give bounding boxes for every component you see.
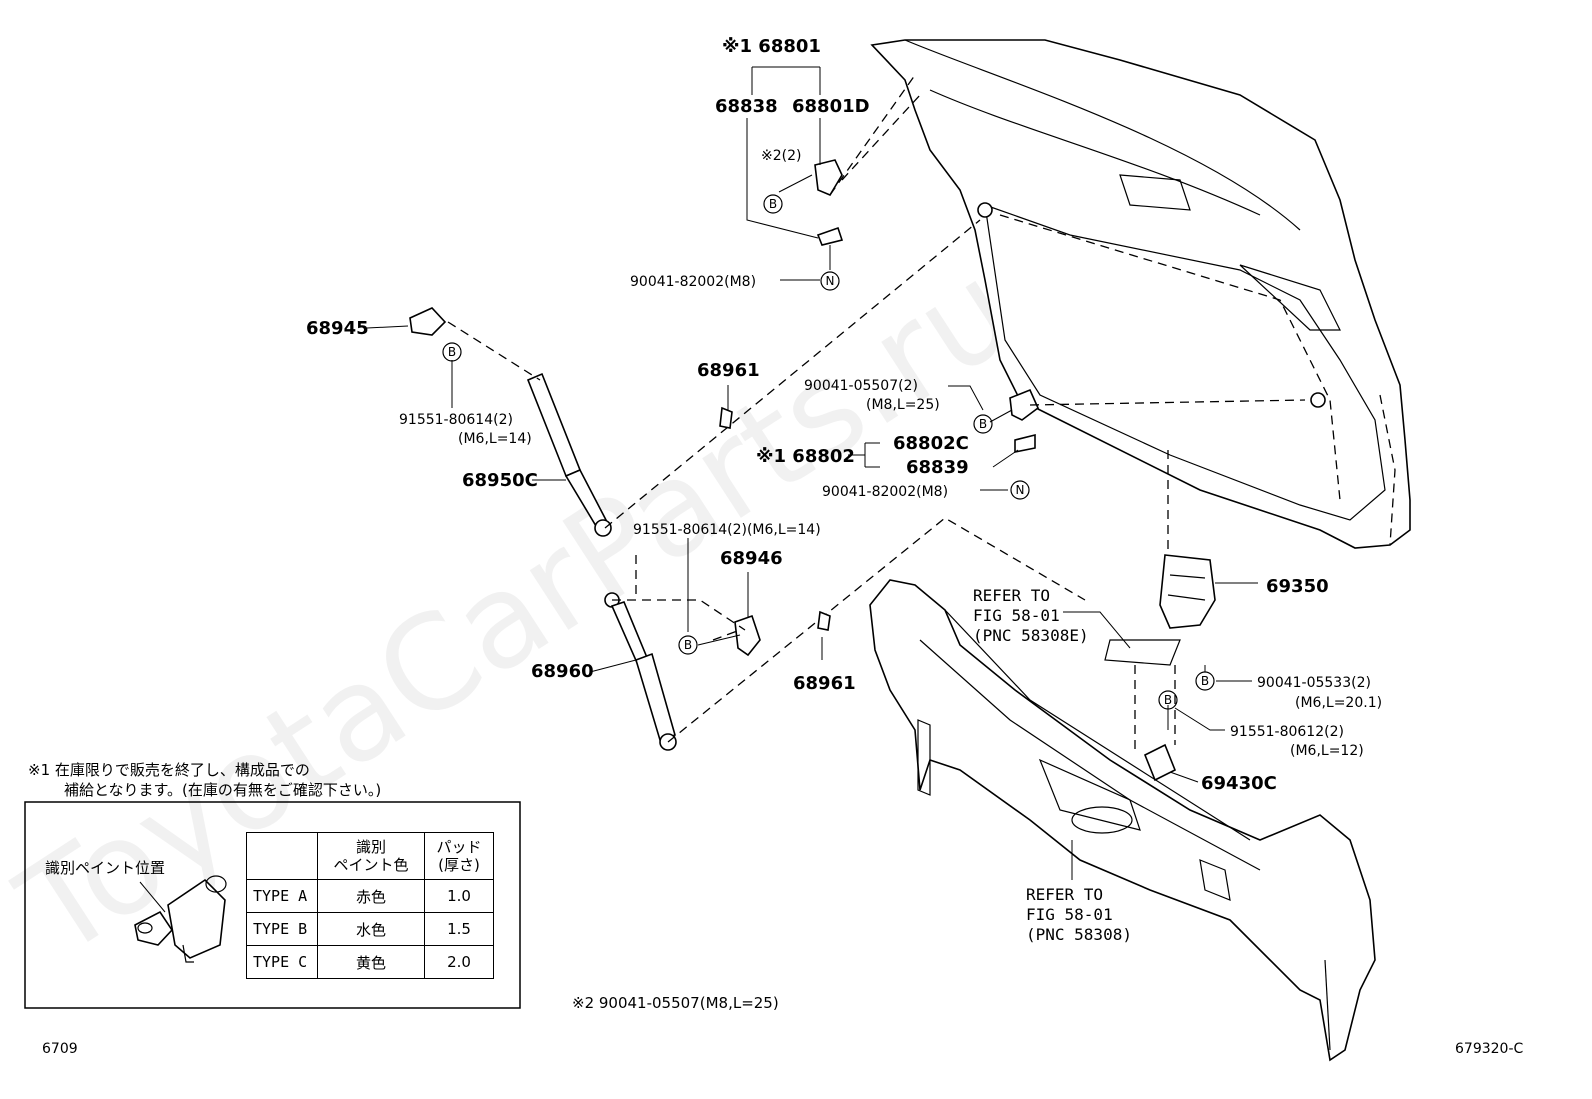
marker-b-3: B <box>973 414 993 434</box>
table-row: TYPE A 赤色 1.0 <box>246 879 494 913</box>
label-68961-bottom: 68961 <box>793 673 856 694</box>
label-68802: ※1 68802 <box>756 446 855 467</box>
label-90041-05507: 90041-05507(2) <box>804 378 918 394</box>
label-91551-80612: 91551-80612(2) <box>1230 724 1344 740</box>
label-68960: 68960 <box>531 661 594 682</box>
header-pad-line1: パッド <box>436 838 482 856</box>
marker-n-2: N <box>1010 480 1030 500</box>
label-68802c: 68802C <box>893 433 969 454</box>
paint-position-label: 識別ペイント位置 <box>45 859 165 877</box>
label-68801d: 68801D <box>792 96 870 117</box>
svg-text:B: B <box>1201 674 1209 688</box>
marker-b-4: B <box>678 635 698 655</box>
label-refer-top-1: REFER TO <box>973 586 1050 605</box>
label-69350: 69350 <box>1266 576 1329 597</box>
label-68961-top: 68961 <box>697 360 760 381</box>
label-refer-bottom-1: REFER TO <box>1026 885 1103 904</box>
footer-left-code: 6709 <box>42 1041 78 1057</box>
hinge-illustration <box>134 875 227 963</box>
label-91551-80614-b: 91551-80614(2)(M6,L=14) <box>633 522 821 538</box>
label-90041-82002-top: 90041-82002(M8) <box>630 274 756 290</box>
label-refer-bottom-3: (PNC 58308) <box>1026 925 1132 944</box>
label-69430c: 69430C <box>1201 773 1277 794</box>
label-90041-05507-spec: (M8,L=25) <box>866 397 940 413</box>
table-cell-type: TYPE B <box>246 912 318 946</box>
label-refer-top-3: (PNC 58308E) <box>973 626 1089 645</box>
label-refer-top-2: FIG 58-01 <box>973 606 1060 625</box>
header-color-line2: ペイント色 <box>333 856 409 874</box>
label-68839: 68839 <box>906 457 969 478</box>
hinge-68802 <box>1009 388 1039 453</box>
header-pad-line2: (厚さ) <box>438 856 480 874</box>
table-cell-type: TYPE C <box>246 945 318 979</box>
paint-info-box <box>24 801 521 1009</box>
svg-text:N: N <box>1016 483 1025 497</box>
table-cell-color: 黄色 <box>317 945 425 979</box>
bumpers-68961 <box>719 406 831 631</box>
header-color-line1: 識別 <box>355 838 386 856</box>
label-90041-05533: 90041-05533(2) <box>1257 675 1371 691</box>
label-refer-bottom-2: FIG 58-01 <box>1026 905 1113 924</box>
marker-b-5: B <box>1195 671 1215 691</box>
svg-text:B: B <box>1164 693 1172 707</box>
svg-text:N: N <box>826 274 835 288</box>
marker-b-6: B <box>1158 690 1178 710</box>
table-cell-color: 水色 <box>317 912 425 946</box>
marker-n-1: N <box>820 271 840 291</box>
label-91551-80614-spec: (M6,L=14) <box>458 431 532 447</box>
table-cell-color: 赤色 <box>317 879 425 913</box>
hinge-68801 <box>814 159 844 246</box>
label-90041-82002-mid: 90041-82002(M8) <box>822 484 948 500</box>
label-68950c: 68950C <box>462 470 538 491</box>
label-68946: 68946 <box>720 548 783 569</box>
table-row: TYPE B 水色 1.5 <box>246 912 494 946</box>
svg-text:B: B <box>979 417 987 431</box>
back-door-panel <box>870 39 1411 549</box>
label-68945: 68945 <box>306 318 369 339</box>
label-91551-80612-spec: (M6,L=12) <box>1290 743 1364 759</box>
paint-position-arrow <box>139 881 166 913</box>
back-panel-structure <box>869 579 1376 1062</box>
assembly-lines <box>447 74 1306 750</box>
table-header-blank <box>246 832 318 880</box>
svg-text:B: B <box>448 345 456 359</box>
leader-lines <box>366 66 1258 880</box>
table-row: TYPE C 黄色 2.0 <box>246 945 494 979</box>
note1-line2: 補給となります。(在庫の有無をご確認下さい。) <box>64 781 381 799</box>
marker-b-2: B <box>442 342 462 362</box>
table-header-color: 識別ペイント色 <box>317 832 425 880</box>
table-header-pad: パッド(厚さ) <box>424 832 494 880</box>
table-header-row: 識別ペイント色 パッド(厚さ) <box>246 832 494 880</box>
svg-text:B: B <box>769 197 777 211</box>
footer-right-code: 679320-C <box>1455 1041 1523 1057</box>
strut-68960 <box>604 592 761 751</box>
table-cell-pad: 1.0 <box>424 879 494 913</box>
svg-text:B: B <box>684 638 692 652</box>
lock-69350 <box>1143 554 1216 782</box>
note1-line1: ※1 在庫限りで販売を終了し、構成品での <box>28 761 310 779</box>
marker-b-1: B <box>763 194 783 214</box>
note2: ※2 90041-05507(M8,L=25) <box>572 994 779 1012</box>
label-68801: ※1 68801 <box>722 36 821 57</box>
label-note2-qty: ※2(2) <box>761 148 801 164</box>
table-cell-pad: 1.5 <box>424 912 494 946</box>
paint-identification-table: 識別ペイント色 パッド(厚さ) TYPE A 赤色 1.0 TYPE B 水色 … <box>246 832 494 979</box>
label-91551-80614: 91551-80614(2) <box>399 412 513 428</box>
table-cell-type: TYPE A <box>246 879 318 913</box>
strut-68950c <box>409 307 612 537</box>
table-cell-pad: 2.0 <box>424 945 494 979</box>
label-68838: 68838 <box>715 96 778 117</box>
label-90041-05533-spec: (M6,L=20.1) <box>1295 695 1382 711</box>
